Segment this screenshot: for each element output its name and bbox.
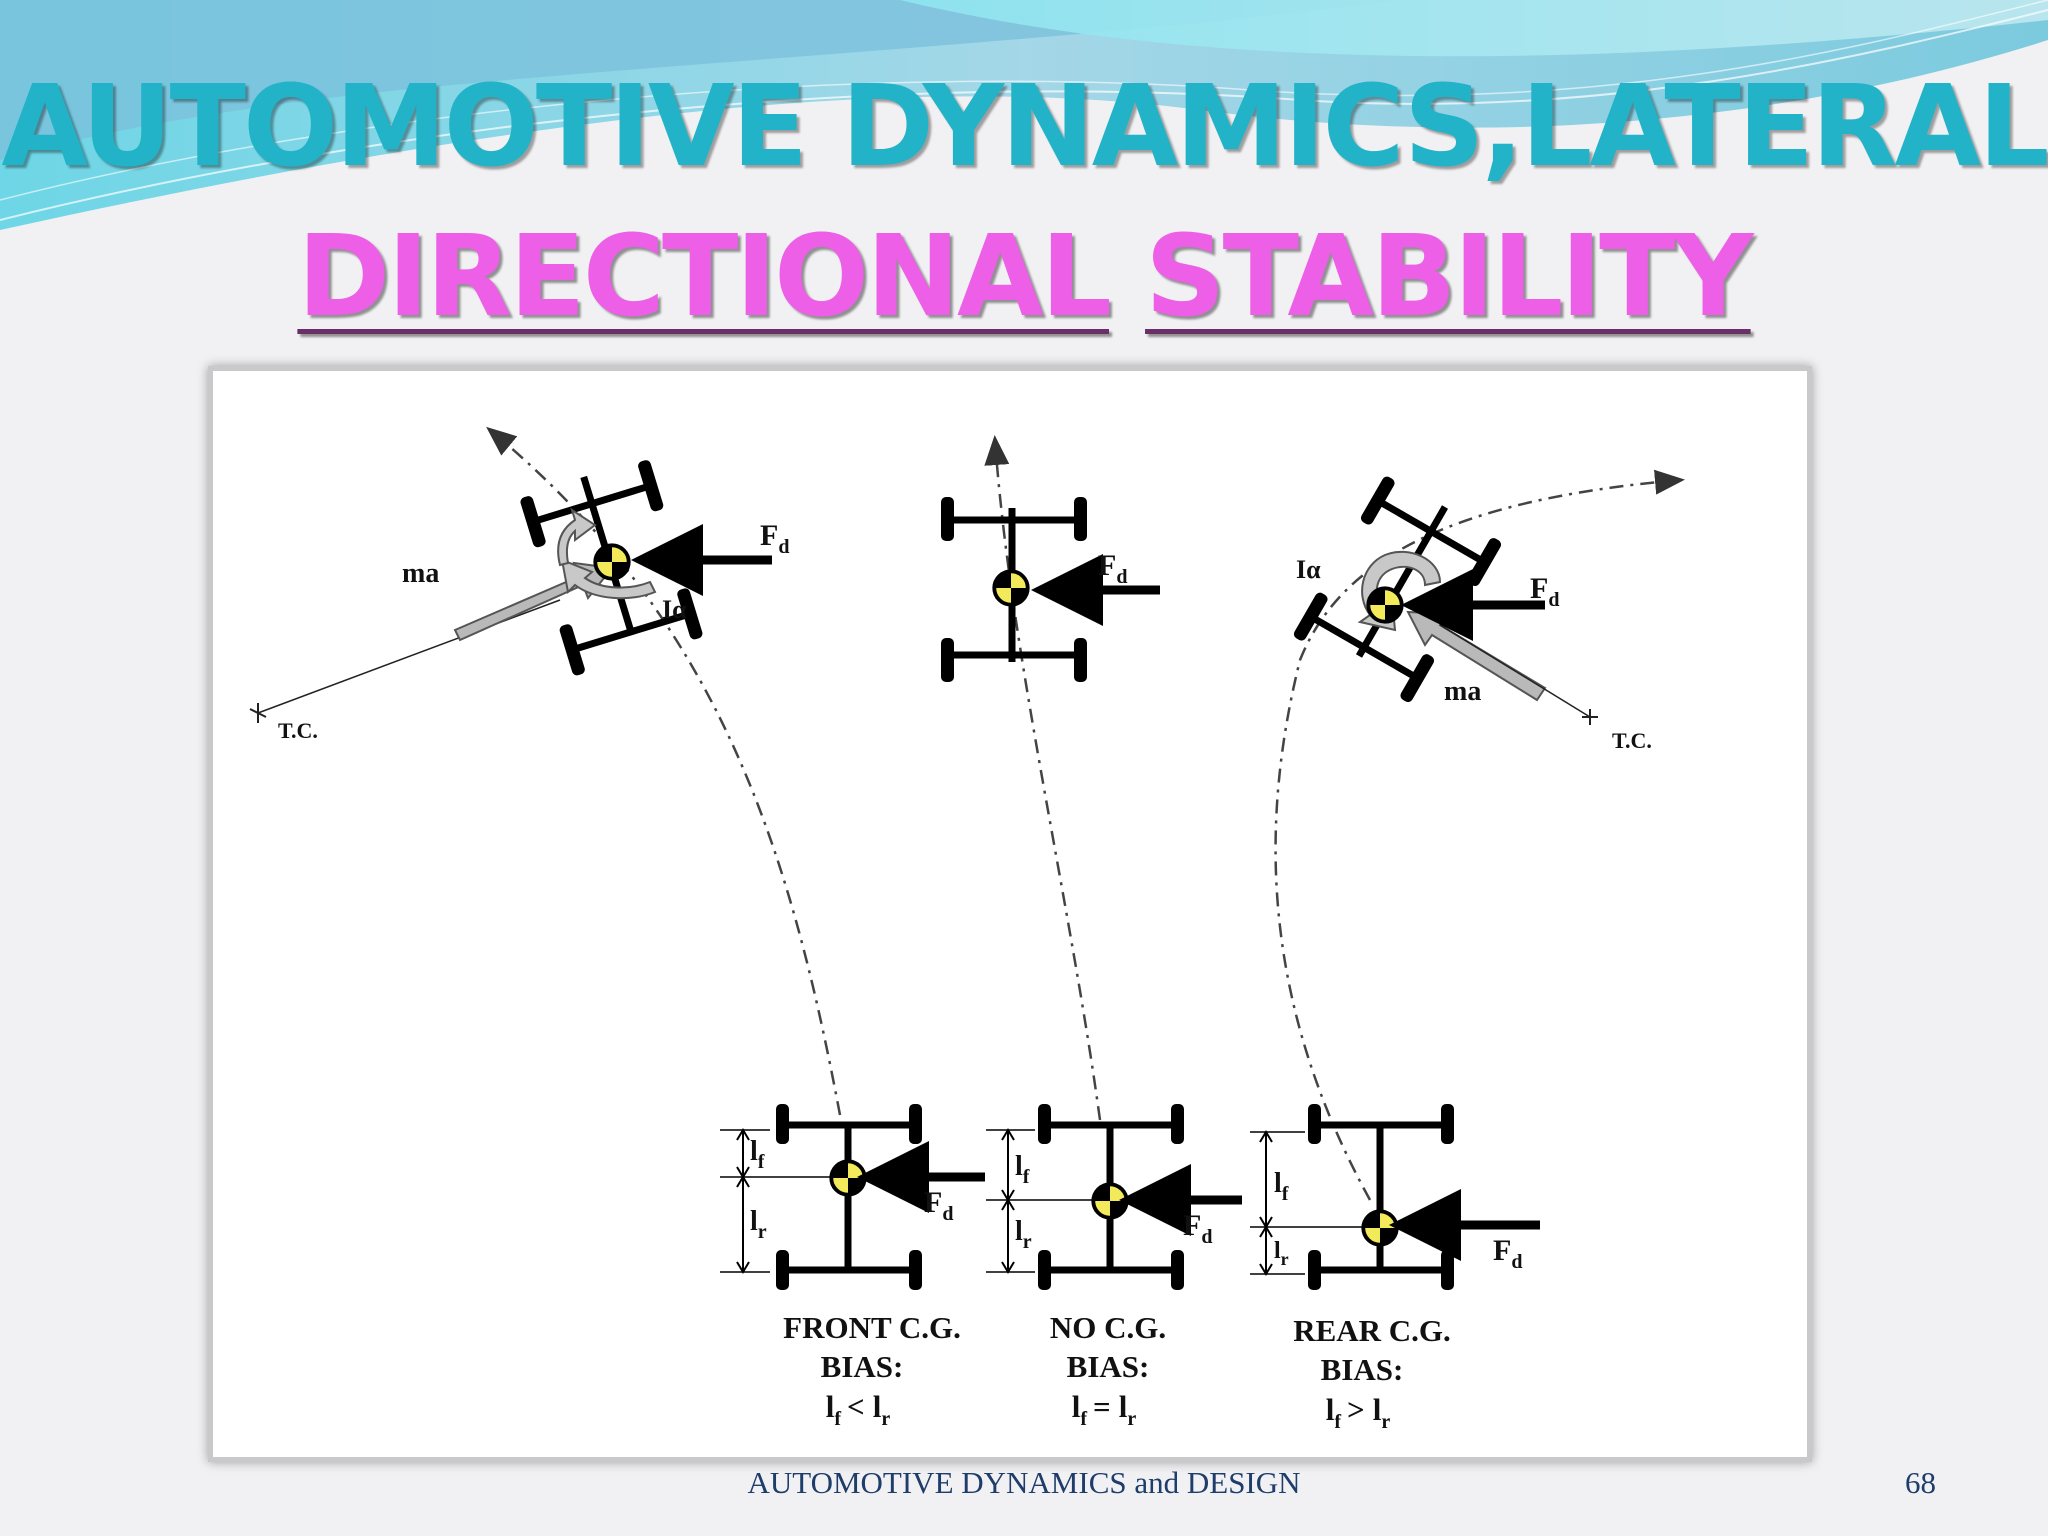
fd-label-4: Fd (924, 1186, 953, 1225)
lf-label-c: lf (1274, 1168, 1289, 1205)
vehicle-bottom-rear-bias (1250, 1104, 1454, 1290)
vehicle-bottom-no-bias (986, 1104, 1184, 1290)
caption-front-bias: FRONT C.G. BIAS: lf<lr (783, 1310, 961, 1430)
lf-label-b: lf (1015, 1151, 1030, 1188)
svg-text:lf=lr: lf=lr (1072, 1389, 1137, 1430)
trajectory-no-bias (984, 435, 1102, 1121)
i-alpha-label-1: Iα (662, 595, 687, 624)
svg-text:BIAS:: BIAS: (1321, 1352, 1404, 1387)
trajectory-rear-bias (1274, 469, 1685, 1201)
fd-label-3: Fd (1530, 572, 1559, 611)
vehicle-rotated-rear-bias (1293, 476, 1502, 703)
tc-radius-line-left (257, 599, 561, 714)
caption-no-bias: NO C.G. BIAS: lf=lr (1050, 1310, 1166, 1430)
svg-text:NO C.G.: NO C.G. (1050, 1310, 1166, 1345)
fd-label-5: Fd (1183, 1209, 1212, 1248)
lf-label-a: lf (750, 1136, 765, 1173)
slide-title-line2: DIRECTIONAL STABILITY (0, 212, 2048, 342)
lr-label-c: lr (1274, 1238, 1289, 1269)
tc-marker-left (249, 703, 267, 723)
svg-text:FRONT C.G.: FRONT C.G. (783, 1310, 961, 1345)
title-word-stability: STABILITY (1145, 212, 1754, 342)
fd-label-6: Fd (1493, 1234, 1522, 1273)
fd-label-1: Fd (760, 519, 789, 558)
svg-text:lf>lr: lf>lr (1326, 1392, 1391, 1433)
i-alpha-label-2: Iα (1296, 555, 1321, 584)
tc-marker-right (1582, 709, 1598, 725)
tc-label-right: T.C. (1612, 728, 1652, 753)
tc-label-left: T.C. (278, 718, 318, 743)
svg-text:BIAS:: BIAS: (821, 1349, 904, 1384)
ma-label-1: ma (402, 558, 439, 589)
svg-text:REAR C.G.: REAR C.G. (1293, 1313, 1451, 1348)
lr-label-b: lr (1015, 1216, 1032, 1253)
caption-rear-bias: REAR C.G. BIAS: lf>lr (1293, 1313, 1451, 1433)
slide-footer: AUTOMOTIVE DYNAMICS and DESIGN (747, 1465, 1301, 1500)
ma-label-2: ma (1444, 676, 1481, 707)
title-word-directional: DIRECTIONAL (297, 212, 1112, 342)
page-number: 68 (1905, 1465, 1936, 1500)
svg-text:BIAS:: BIAS: (1067, 1349, 1150, 1384)
svg-text:lf<lr: lf<lr (826, 1389, 891, 1430)
slide-title-line1: AUTOMOTIVE DYNAMICS,LATERAL (1, 62, 2048, 192)
lr-label-a: lr (750, 1206, 767, 1243)
lateral-stability-diagram: T.C. Fd ma Iα Fd T.C. (249, 426, 1685, 1433)
vehicle-bottom-front-bias (720, 1104, 922, 1290)
fd-label-2: Fd (1098, 549, 1127, 588)
